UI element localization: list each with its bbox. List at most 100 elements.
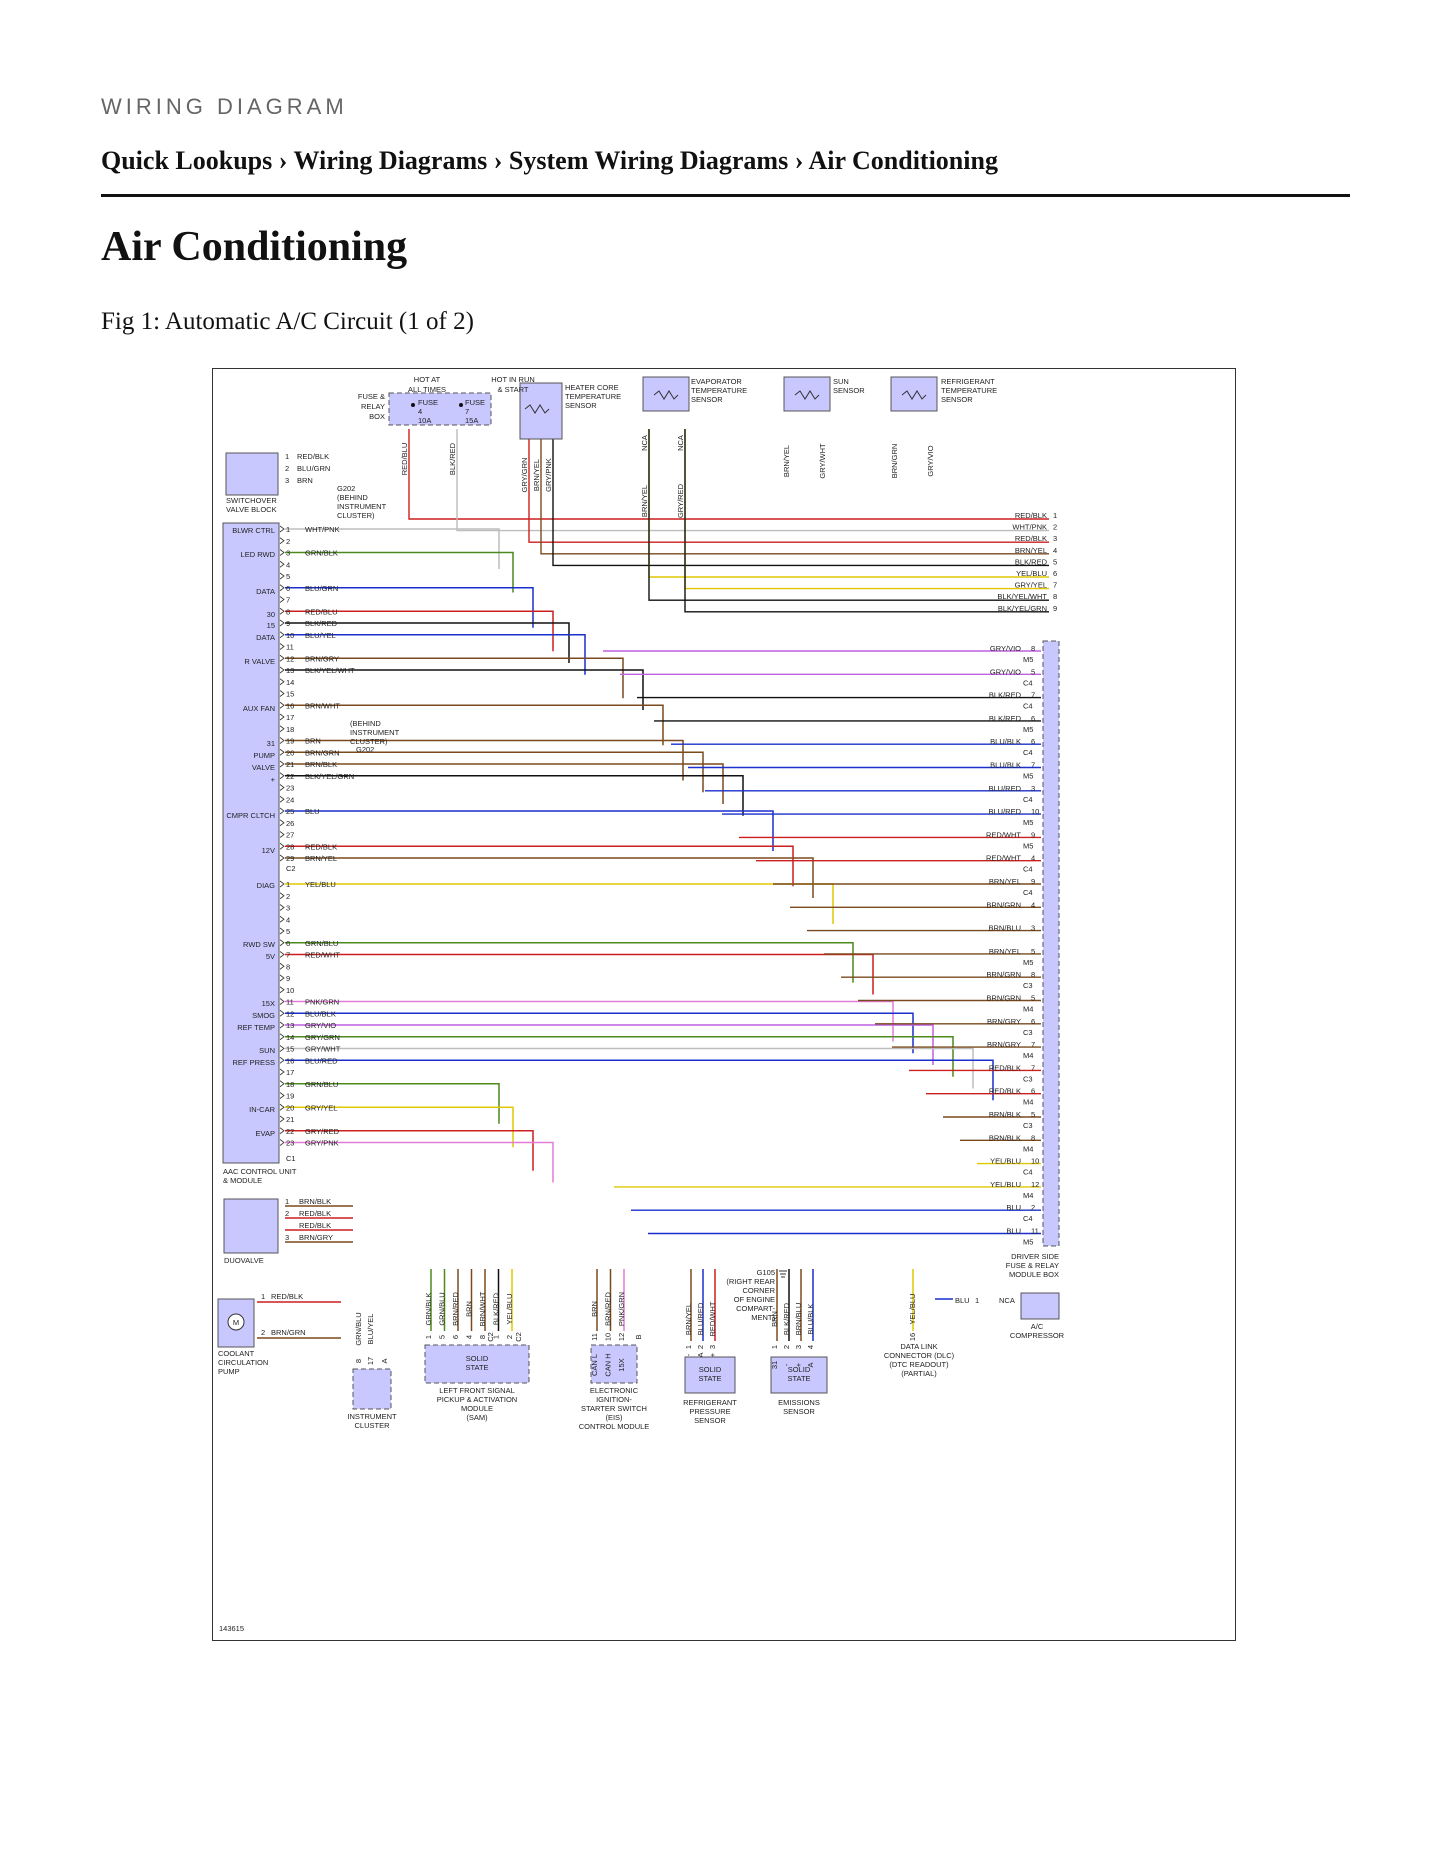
duovalve-pin-number: 1	[285, 1197, 289, 1206]
fuse-module-connector: C4	[1023, 748, 1033, 757]
pin-terminal-icon	[279, 748, 285, 756]
resistor-icon	[794, 390, 820, 400]
sam-module	[424, 1344, 530, 1384]
emissions-symbol: 31	[770, 1361, 779, 1369]
pin-terminal-icon	[279, 1092, 285, 1099]
aac-pin-number: 14	[286, 1033, 294, 1042]
pin-terminal-icon	[279, 974, 285, 982]
breadcrumb: Quick Lookups › Wiring Diagrams › System…	[101, 146, 1350, 176]
breadcrumb-system-wiring-diagrams[interactable]: System Wiring Diagrams	[508, 146, 789, 175]
dlc-pin: 16	[908, 1333, 917, 1341]
refrigerant-temp-label: REFRIGERANT	[941, 377, 995, 386]
fuse-module-wire-label: BLU/RED	[988, 807, 1021, 816]
refrigerant-temp-label: SENSOR	[941, 395, 973, 404]
aac-pin-wire-trace	[285, 622, 570, 663]
pin-terminal-icon	[279, 784, 285, 791]
top-wire-label: NCA	[676, 435, 685, 451]
aac-pin-wire: BLU/BLK	[305, 1009, 336, 1018]
instrument-cluster-label: INSTRUMENT	[347, 1412, 397, 1421]
fuse-module-wire-label: BRN/GRY	[987, 1040, 1021, 1049]
eis-label: STARTER SWITCH	[581, 1404, 647, 1413]
fuse-module-connector: C4	[1023, 1168, 1033, 1177]
aac-pin-number: 12	[286, 654, 294, 663]
aac-pin-wire: WHT/PNK	[305, 525, 340, 534]
emissions-wire: BRN/BLU	[794, 1303, 803, 1336]
refrigerant-pressure-sensor	[684, 1356, 736, 1394]
pin-terminal-icon	[279, 1115, 285, 1123]
breadcrumb-quick-lookups[interactable]: Quick Lookups	[101, 146, 273, 175]
connector-c2-label: C2	[286, 864, 296, 873]
g202-ground-label: (BEHIND	[337, 493, 368, 502]
aac-pin-function: DATA	[256, 633, 275, 642]
component-layer	[217, 376, 1060, 1410]
top-wire-label: NCA	[640, 435, 649, 451]
duovalve-pin-wire: RED/BLK	[299, 1209, 331, 1218]
fuse-relay-box	[388, 392, 492, 426]
emissions-pin: 2	[782, 1345, 791, 1349]
right-bus-pin-number: 9	[1053, 604, 1057, 613]
aac-pin-number: 5	[286, 927, 290, 936]
pin-terminal-icon	[279, 690, 285, 697]
ac-compressor-wire: BLU	[955, 1296, 970, 1305]
aac-pin-wire-trace	[285, 1000, 894, 1042]
sun-sensor-label: SENSOR	[833, 386, 865, 395]
aac-pin-number: 23	[286, 784, 294, 793]
eis-box-label: CAN H	[604, 1353, 613, 1376]
aac-pin-function: +	[271, 775, 276, 784]
refrigerant-pressure-symbol: -	[684, 1353, 693, 1356]
eis-pin: 10	[604, 1333, 613, 1341]
aac-pin-number: 4	[286, 915, 290, 924]
aac-pin-wire-trace	[285, 587, 534, 628]
eis-pin: 12	[617, 1333, 626, 1341]
duovalve-pin-number: 3	[285, 1233, 289, 1242]
dlc-wire: YEL/BLU	[908, 1294, 917, 1325]
aac-pin-number: 7	[286, 596, 290, 605]
g105-ground-label: MENT)	[751, 1313, 775, 1322]
switchover-pin-number: 1	[285, 452, 289, 461]
ground-icon	[779, 1270, 787, 1278]
fuse-module-wire-label: RED/WHT	[986, 830, 1021, 839]
fuse-module-connector: M4	[1023, 1144, 1033, 1153]
fuse-module-connector: M5	[1023, 655, 1033, 664]
pin-terminal-icon	[279, 654, 285, 662]
fuse-module-connector: M5	[1023, 818, 1033, 827]
aac-pin-number: 11	[286, 643, 294, 652]
eis-pin: 11	[590, 1333, 599, 1341]
fuse-module-pin-number: 5	[1031, 667, 1035, 676]
coolant-pump-pin-number: 2	[261, 1328, 265, 1337]
eis-module	[590, 1344, 638, 1384]
aac-pin-number: 26	[286, 819, 294, 828]
fuse-module-wire-label: BLU	[1006, 1227, 1021, 1236]
aac-pin-number: 1	[286, 525, 290, 534]
breadcrumb-air-conditioning[interactable]: Air Conditioning	[808, 146, 998, 175]
fuse-module-connector: C3	[1023, 1074, 1033, 1083]
fuse-module-wire-label: BRN/GRN	[986, 994, 1021, 1003]
emissions-pin: 3	[794, 1345, 803, 1349]
eis-wire: PNK/GRN	[617, 1292, 626, 1326]
sam-label: MODULE	[461, 1404, 493, 1413]
sam-pin: 2	[505, 1335, 514, 1339]
fuse-7-label: 15A	[465, 416, 478, 425]
duovalve-pin-wire: BRN/GRY	[299, 1233, 333, 1242]
ac-compressor-pin: 1	[975, 1296, 979, 1305]
breadcrumb-wiring-diagrams[interactable]: Wiring Diagrams	[293, 146, 488, 175]
pin-terminal-icon	[279, 725, 285, 733]
fuse-box-label: RELAY	[361, 402, 385, 411]
g202-ground-label: INSTRUMENT	[337, 502, 387, 511]
figure-number: 143615	[219, 1624, 244, 1633]
refrigerant-pressure-wire: RED/WHT	[708, 1301, 717, 1336]
figure-caption: Fig 1: Automatic A/C Circuit (1 of 2)	[101, 308, 474, 335]
emissions-pin: 1	[770, 1345, 779, 1349]
aac-pin-function: RWD SW	[243, 940, 276, 949]
pin-terminal-icon	[279, 713, 285, 721]
aac-pin-number: 6	[286, 584, 290, 593]
pin-terminal-icon	[279, 1080, 285, 1088]
aac-pin-number: 20	[286, 1103, 294, 1112]
fuse-module-pin-number: 4	[1031, 854, 1035, 863]
pin-terminal-icon	[279, 927, 285, 935]
aac-pin-number: 13	[286, 1021, 294, 1030]
fuse-7-icon	[459, 403, 463, 407]
right-bus-wire	[684, 429, 1049, 613]
aac-pin-number: 25	[286, 807, 294, 816]
